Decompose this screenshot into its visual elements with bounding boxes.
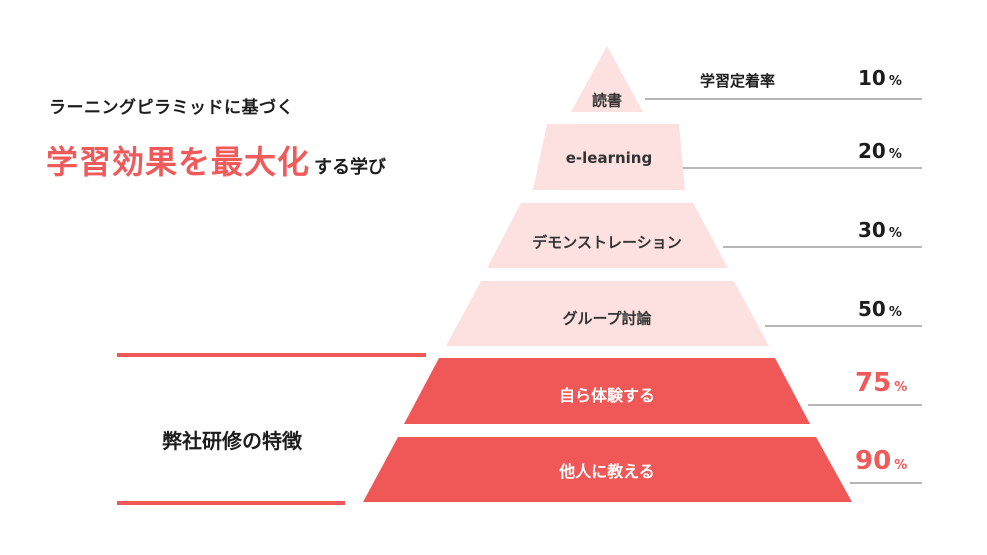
- value-unit: %: [894, 380, 908, 395]
- tier-6-teach-others: [363, 437, 852, 502]
- retention-value-group-discussion: 50%: [858, 297, 902, 321]
- headline-rest: する学び: [314, 157, 387, 178]
- value-unit: %: [888, 305, 902, 320]
- value-number: 20: [858, 139, 886, 163]
- company-training-feature-label: 弊社研修の特徴: [162, 429, 302, 453]
- headline-emphasis: 学習効果を最大化: [46, 143, 311, 181]
- subtitle: ラーニングピラミッドに基づく: [49, 98, 294, 118]
- retention-value-reading: 10%: [858, 66, 902, 90]
- tier-label-elearning: e-learning: [565, 149, 653, 167]
- tier-3-demonstration: [487, 203, 728, 268]
- tier-label-group-discussion: グループ討論: [562, 309, 652, 328]
- value-unit: %: [894, 458, 908, 473]
- tier-4-group-discussion: [446, 281, 769, 346]
- value-number: 75: [855, 368, 892, 398]
- retention-rate-header: 学習定着率: [700, 72, 776, 90]
- tier-1-reading: [571, 46, 643, 112]
- retention-value-demonstration: 30%: [858, 218, 902, 242]
- tier-5-experience: [404, 358, 810, 424]
- value-unit: %: [888, 74, 902, 89]
- value-number: 90: [855, 446, 892, 476]
- value-number: 30: [858, 218, 886, 242]
- tier-2-elearning: [533, 124, 685, 190]
- tier-label-reading: 読書: [591, 91, 623, 110]
- tier-label-teach-others: 他人に教える: [559, 462, 655, 481]
- value-number: 10: [858, 66, 886, 90]
- tier-label-experience: 自ら体験する: [558, 386, 656, 405]
- value-number: 50: [858, 297, 886, 321]
- headline: 学習効果を最大化する学び: [46, 137, 386, 183]
- value-unit: %: [888, 226, 902, 241]
- retention-value-elearning: 20%: [858, 139, 902, 163]
- retention-value-teach-others: 90%: [855, 446, 907, 476]
- tier-label-demonstration: デモンストレーション: [532, 233, 682, 252]
- value-unit: %: [888, 147, 902, 162]
- retention-value-experience: 75%: [855, 368, 907, 398]
